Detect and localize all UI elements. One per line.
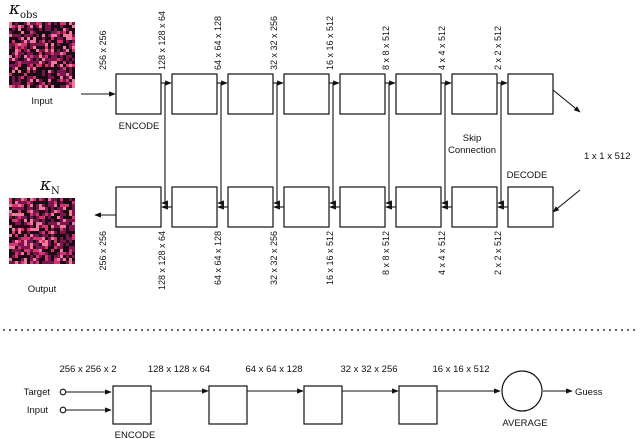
decoder-row: 256 x 256 128 x 128 x 64 64 x 64 x 128 32 x…: [94, 186, 554, 290]
skip-connection-label: Skip Connection: [448, 133, 496, 156]
average-node: [501, 370, 543, 412]
skip-connection-arrow: [273, 83, 280, 206]
skip-connection-arrow: [217, 83, 224, 206]
decoder-dim-label: 4 x 4 x 512: [437, 231, 447, 275]
decoder-block: [115, 186, 162, 228]
encoder-block: [115, 73, 162, 115]
decoder-block: [507, 186, 554, 228]
target-port-icon: [59, 388, 67, 396]
guess-label: Guess: [575, 387, 603, 398]
svg-text:N: N: [51, 186, 60, 197]
encoder-block: [395, 73, 442, 115]
input-label: Input: [31, 96, 52, 107]
svg-text:Connection: Connection: [448, 145, 496, 156]
decoder-block: [283, 186, 330, 228]
encoder-dim-label: 256 x 256: [98, 30, 108, 70]
encoder-dim-label: 2 x 2 x 512: [493, 26, 503, 70]
classifier-dim-label: 128 x 128 x 64: [148, 364, 210, 375]
encoder-block: [339, 73, 386, 115]
bottleneck-out-arrow: [552, 189, 581, 213]
decoder-block: [171, 186, 218, 228]
encoder-block: [171, 73, 218, 115]
decoder-dim-label: 64 x 64 x 128: [213, 231, 223, 285]
bottleneck-label: 1 x 1 x 512: [584, 151, 630, 162]
encoder-block: [227, 73, 274, 115]
target-label: Target: [24, 387, 51, 398]
encoder-dim-label: 32 x 32 x 256: [269, 16, 279, 70]
classifier-dim-label: 256 x 256 x 2: [59, 364, 116, 375]
encoder-dim-label: 64 x 64 x 128: [213, 16, 223, 70]
decoder-block: [395, 186, 442, 228]
classifier-block: [208, 385, 248, 425]
classifier-dim-label: 16 x 16 x 512: [432, 364, 489, 375]
skip-connection-arrow: [385, 83, 392, 206]
encoder-block: [451, 73, 498, 115]
encoder-dim-label: 8 x 8 x 512: [381, 26, 391, 70]
classifier-block: [303, 385, 343, 425]
input-port-icon: [59, 406, 67, 414]
classifier-block: [398, 385, 438, 425]
decoder-dim-label: 8 x 8 x 512: [381, 231, 391, 275]
skip-connection-arrow: [497, 83, 504, 206]
classifier-block: [112, 385, 152, 425]
encode-label: ENCODE: [119, 121, 160, 132]
decoder-dim-label: 128 x 128 x 64: [157, 231, 167, 290]
decoder-dim-label: 32 x 32 x 256: [269, 231, 279, 285]
classifier-dim-label: 32 x 32 x 256: [340, 364, 397, 375]
encoder-classifier: 256 x 256 x 2 128 x 128 x 64 64 x 64 x 128…: [59, 364, 573, 425]
classifier-dim-label: 64 x 64 x 128: [245, 364, 302, 375]
output-label: Output: [28, 284, 57, 295]
svg-text:Skip: Skip: [463, 133, 481, 144]
average-label: AVERAGE: [502, 418, 547, 429]
decoder-block: [451, 186, 498, 228]
kappa-n-title: κ N: [39, 175, 60, 197]
kappa-obs-title: κ obs: [8, 0, 38, 21]
svg-text:κ: κ: [39, 175, 51, 195]
encoder-block: [283, 73, 330, 115]
skip-connection-arrow: [161, 83, 168, 206]
skip-connection-arrow: [441, 83, 448, 206]
decode-label: DECODE: [507, 170, 548, 181]
output-map: [9, 198, 75, 264]
skip-connection-arrow: [329, 83, 336, 206]
decoder-block: [227, 186, 274, 228]
bottom-input-label: Input: [27, 405, 48, 416]
encoder-block: [507, 73, 554, 115]
decoder-dim-label: 256 x 256: [98, 231, 108, 271]
svg-text:κ: κ: [8, 0, 20, 19]
encoder-dim-label: 16 x 16 x 512: [325, 16, 335, 70]
encoder-dim-label: 128 x 128 x 64: [157, 11, 167, 70]
bottleneck-in-arrow: [552, 89, 581, 113]
input-map: [9, 22, 75, 88]
decoder-block: [339, 186, 386, 228]
encoder-row: 256 x 256 128 x 128 x 64 64 x 64 x 128 32 x…: [81, 11, 554, 206]
encoder-dim-label: 4 x 4 x 512: [437, 26, 447, 70]
decoder-dim-label: 16 x 16 x 512: [325, 231, 335, 285]
decoder-dim-label: 2 x 2 x 512: [493, 231, 503, 275]
bottom-encode-label: ENCODE: [115, 430, 156, 439]
svg-text:obs: obs: [20, 10, 38, 21]
